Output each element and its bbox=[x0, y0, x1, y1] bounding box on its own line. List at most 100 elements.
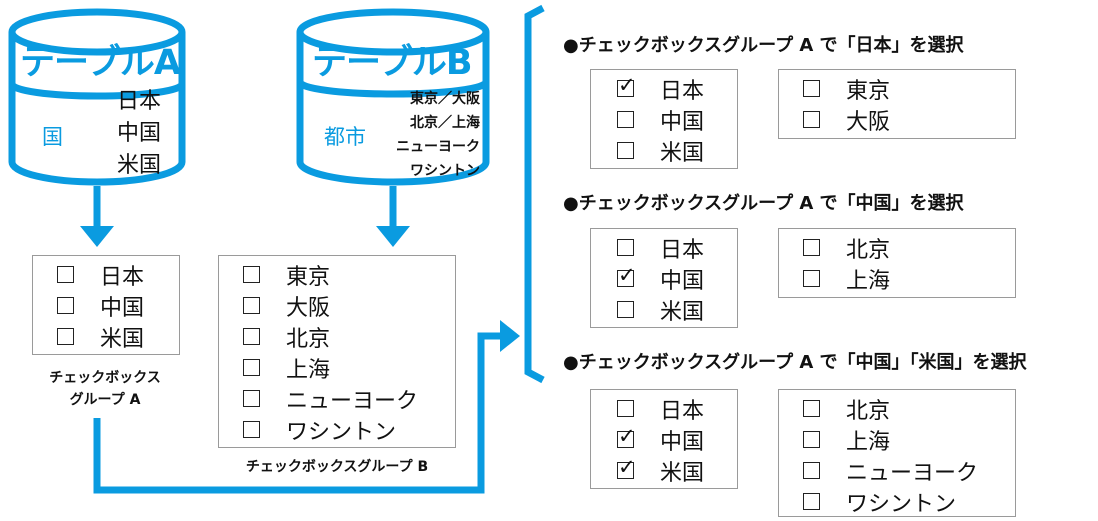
example-1-group-a: 日本 中国 米国 bbox=[590, 69, 738, 169]
checkbox-label: 中国 bbox=[100, 295, 145, 321]
checkbox[interactable] bbox=[57, 297, 74, 314]
example-2-group-b: 北京 上海 bbox=[778, 228, 1016, 298]
checkbox-checked[interactable] bbox=[617, 73, 636, 97]
example-heading: ●チェックボックスグループ A で「中国」を選択 bbox=[563, 193, 964, 214]
checkbox-label: 日本 bbox=[100, 264, 145, 290]
checkbox-row[interactable]: 米国 bbox=[57, 321, 179, 352]
table-a-key-label: 国 bbox=[42, 125, 63, 149]
checkbox-label: 北京 bbox=[286, 326, 331, 352]
database-cylinder-b bbox=[296, 8, 490, 186]
checkbox-checked[interactable] bbox=[617, 455, 636, 479]
checkbox-label: ワシントン bbox=[286, 419, 397, 445]
checkbox[interactable] bbox=[617, 142, 634, 159]
arrow-table-a-to-group-a bbox=[80, 186, 114, 247]
group-a-caption-line: グループ A bbox=[69, 392, 141, 408]
checkbox[interactable] bbox=[243, 297, 260, 314]
table-b-value: 東京／大阪 bbox=[410, 91, 480, 107]
checkbox[interactable] bbox=[57, 328, 74, 345]
checkbox-row[interactable]: 北京 bbox=[803, 232, 1015, 263]
table-b-values: 東京／大阪 北京／上海 ニューヨーク ワシントン bbox=[388, 87, 480, 183]
checkbox-row[interactable]: 中国 bbox=[617, 263, 737, 294]
checkbox-row[interactable]: 上海 bbox=[243, 352, 455, 383]
example-3-group-a: 日本 中国 米国 bbox=[590, 389, 738, 489]
checkbox-label: 上海 bbox=[846, 268, 891, 294]
checkbox-label: ニューヨーク bbox=[846, 460, 979, 486]
table-a-value: 日本 bbox=[117, 89, 162, 114]
checkbox-row[interactable]: 大阪 bbox=[803, 104, 1015, 135]
checkbox-row[interactable]: 上海 bbox=[803, 263, 1015, 294]
checkbox-label: 大阪 bbox=[286, 295, 331, 321]
checkbox[interactable] bbox=[243, 390, 260, 407]
table-a-title: テーブルA bbox=[20, 43, 181, 83]
checkbox[interactable] bbox=[803, 239, 820, 256]
checkbox[interactable] bbox=[243, 421, 260, 438]
table-b-value: ニューヨーク bbox=[396, 139, 480, 155]
checkbox[interactable] bbox=[803, 111, 820, 128]
checkbox-row[interactable]: 米国 bbox=[617, 294, 737, 325]
example-2-group-a: 日本 中国 米国 bbox=[590, 228, 738, 328]
checkbox-label: 上海 bbox=[286, 357, 331, 383]
checkbox-group-b: 東京 大阪 北京 上海 ニューヨーク ワシントン bbox=[218, 255, 456, 448]
table-a-value: 米国 bbox=[117, 153, 162, 178]
group-a-caption: チェックボックス グループ A bbox=[30, 367, 180, 411]
checkbox-label: 米国 bbox=[660, 140, 705, 166]
checkbox-row[interactable]: 日本 bbox=[617, 232, 737, 263]
checkbox[interactable] bbox=[803, 431, 820, 448]
checkbox-row[interactable]: ワシントン bbox=[243, 414, 455, 445]
checkbox-label: 東京 bbox=[846, 78, 891, 104]
checkbox[interactable] bbox=[803, 270, 820, 287]
checkbox-label: 東京 bbox=[286, 264, 331, 290]
checkbox-row[interactable]: 中国 bbox=[617, 104, 737, 135]
checkbox[interactable] bbox=[803, 462, 820, 479]
checkbox-label: 中国 bbox=[660, 109, 705, 135]
checkbox-label: 北京 bbox=[846, 237, 891, 263]
checkbox-label: 上海 bbox=[846, 429, 891, 455]
table-b-value: 北京／上海 bbox=[410, 115, 480, 131]
checkbox-label: 中国 bbox=[660, 268, 705, 294]
checkbox-row[interactable]: 中国 bbox=[617, 424, 737, 455]
checkbox-label: 日本 bbox=[660, 398, 705, 424]
checkbox-row[interactable]: 日本 bbox=[57, 259, 179, 290]
database-cylinder-a bbox=[8, 8, 186, 186]
checkbox[interactable] bbox=[617, 111, 634, 128]
checkbox-row[interactable]: ワシントン bbox=[803, 486, 1015, 517]
checkbox-label: 米国 bbox=[100, 326, 145, 352]
checkbox-row[interactable]: 東京 bbox=[243, 259, 455, 290]
checkbox-label: 米国 bbox=[660, 299, 705, 325]
checkbox-label: 大阪 bbox=[846, 109, 891, 135]
example-heading: ●チェックボックスグループ A で「日本」を選択 bbox=[563, 35, 964, 56]
checkbox[interactable] bbox=[803, 80, 820, 97]
checkbox[interactable] bbox=[243, 359, 260, 376]
checkbox-row[interactable]: 北京 bbox=[803, 393, 1015, 424]
checkbox-checked[interactable] bbox=[617, 263, 636, 287]
checkbox-row[interactable]: 大阪 bbox=[243, 290, 455, 321]
checkbox-label: 日本 bbox=[660, 78, 705, 104]
table-a-value: 中国 bbox=[117, 121, 162, 146]
checkbox-group-a: 日本 中国 米国 bbox=[32, 255, 180, 355]
checkbox-row[interactable]: 米国 bbox=[617, 455, 737, 486]
checkbox-row[interactable]: 東京 bbox=[803, 73, 1015, 104]
checkbox[interactable] bbox=[617, 400, 634, 417]
checkbox-row[interactable]: 日本 bbox=[617, 73, 737, 104]
checkbox[interactable] bbox=[617, 301, 634, 318]
example-1-group-b: 東京 大阪 bbox=[778, 69, 1016, 139]
checkbox-row[interactable]: 中国 bbox=[57, 290, 179, 321]
table-b-key-label: 都市 bbox=[324, 125, 366, 149]
checkbox[interactable] bbox=[803, 400, 820, 417]
checkbox-checked[interactable] bbox=[617, 424, 636, 448]
checkbox-label: 北京 bbox=[846, 398, 891, 424]
checkbox[interactable] bbox=[57, 266, 74, 283]
checkbox-label: ニューヨーク bbox=[286, 388, 419, 414]
checkbox-row[interactable]: 北京 bbox=[243, 321, 455, 352]
checkbox-row[interactable]: ニューヨーク bbox=[243, 383, 455, 414]
checkbox-row[interactable]: ニューヨーク bbox=[803, 455, 1015, 486]
checkbox-row[interactable]: 日本 bbox=[617, 393, 737, 424]
checkbox[interactable] bbox=[617, 239, 634, 256]
checkbox-row[interactable]: 米国 bbox=[617, 135, 737, 166]
checkbox-row[interactable]: 上海 bbox=[803, 424, 1015, 455]
checkbox[interactable] bbox=[243, 266, 260, 283]
checkbox[interactable] bbox=[243, 328, 260, 345]
checkbox[interactable] bbox=[803, 493, 820, 510]
arrow-to-examples bbox=[93, 320, 520, 494]
